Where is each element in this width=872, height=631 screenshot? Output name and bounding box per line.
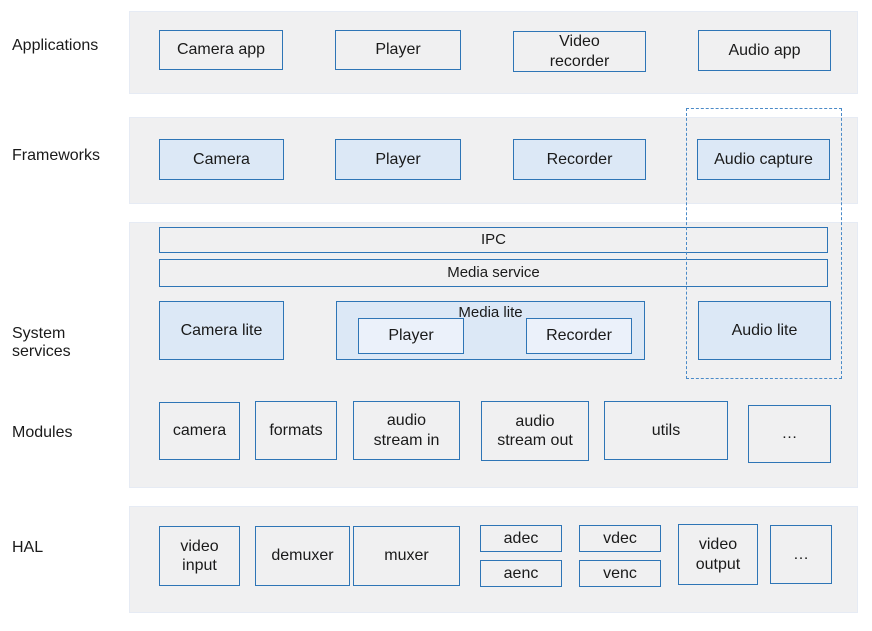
app-box-camera-app: Camera app xyxy=(159,30,283,70)
band-applications xyxy=(129,11,858,94)
module-box-formats: formats xyxy=(255,401,337,460)
framework-box-camera: Camera xyxy=(159,139,284,180)
hal-box-adec: adec xyxy=(480,525,562,552)
framework-box-recorder: Recorder xyxy=(513,139,646,180)
audio-lite-box: Audio lite xyxy=(698,301,831,360)
media-lite-player-box: Player xyxy=(358,318,464,354)
layer-label-frameworks: Frameworks xyxy=(12,147,101,164)
hal-box-more: … xyxy=(770,525,832,584)
media-lite-label: Media lite xyxy=(458,304,523,321)
hal-box-venc: venc xyxy=(579,560,661,587)
layer-label-system-services: System services xyxy=(12,325,71,361)
hal-box-demuxer: demuxer xyxy=(255,526,350,586)
hal-box-aenc: aenc xyxy=(480,560,562,587)
app-box-video-recorder: Video recorder xyxy=(513,31,646,72)
ipc-bar: IPC xyxy=(159,227,828,253)
app-box-audio-app: Audio app xyxy=(698,30,831,71)
layer-label-hal: HAL xyxy=(12,539,44,556)
hal-box-video-input: video input xyxy=(159,526,240,586)
band-hal xyxy=(129,506,858,613)
module-box-utils: utils xyxy=(604,401,728,460)
module-box-audio-stream-in: audio stream in xyxy=(353,401,460,460)
framework-box-audio-capture: Audio capture xyxy=(697,139,830,180)
layer-label-modules: Modules xyxy=(12,424,73,441)
app-box-player: Player xyxy=(335,30,461,70)
media-lite-recorder-box: Recorder xyxy=(526,318,632,354)
module-box-camera: camera xyxy=(159,402,240,460)
hal-box-video-output: video output xyxy=(678,524,758,585)
camera-lite-box: Camera lite xyxy=(159,301,284,360)
module-box-more: … xyxy=(748,405,831,463)
hal-box-muxer: muxer xyxy=(353,526,460,586)
module-box-audio-stream-out: audio stream out xyxy=(481,401,589,461)
hal-box-vdec: vdec xyxy=(579,525,661,552)
framework-box-player: Player xyxy=(335,139,461,180)
layer-label-applications: Applications xyxy=(12,37,99,54)
media-service-bar: Media service xyxy=(159,259,828,287)
